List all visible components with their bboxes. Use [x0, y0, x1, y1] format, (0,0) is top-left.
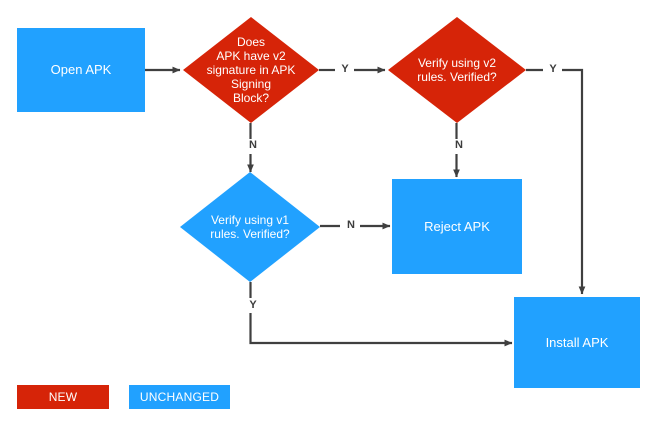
legend-unchanged: UNCHANGED — [129, 385, 230, 409]
legend-new: NEW — [17, 385, 109, 409]
node-has-v2-signature-label: Does APK have v2 signature in APK Signin… — [206, 34, 296, 106]
node-open-apk-label: Open APK — [50, 62, 112, 78]
node-install-apk-label: Install APK — [545, 334, 609, 350]
edge-label-v2check-no: N — [244, 139, 262, 152]
diamond-shape — [183, 17, 319, 123]
diamond-shape — [180, 172, 320, 282]
node-has-v2-signature[interactable]: Does APK have v2 signature in APK Signin… — [183, 17, 319, 123]
diamond-shape — [388, 17, 526, 123]
node-reject-apk[interactable]: Reject APK — [392, 179, 522, 274]
edge-label-verifyv1-no: N — [342, 219, 360, 232]
node-reject-apk-label: Reject APK — [424, 218, 490, 234]
edge-verifyv1-yes — [249, 282, 513, 347]
edge-label-verifyv2-no: N — [450, 139, 468, 152]
edge-label-verifyv1-yes: Y — [244, 299, 262, 312]
edge-verifyv2-yes — [526, 68, 586, 295]
edge-label-v2check-yes: Y — [336, 63, 354, 76]
legend-new-label: NEW — [48, 390, 78, 404]
node-verify-v1[interactable]: Verify using v1 rules. Verified? — [180, 172, 320, 282]
node-verify-v1-label: Verify using v1 rules. Verified? — [210, 212, 290, 241]
node-install-apk[interactable]: Install APK — [514, 297, 640, 388]
node-verify-v2-label: Verify using v2 rules. Verified? — [417, 55, 497, 84]
node-open-apk[interactable]: Open APK — [17, 28, 145, 112]
node-verify-v2[interactable]: Verify using v2 rules. Verified? — [388, 17, 526, 123]
legend-unchanged-label: UNCHANGED — [139, 390, 220, 404]
edge-label-verifyv2-yes: Y — [544, 63, 562, 76]
